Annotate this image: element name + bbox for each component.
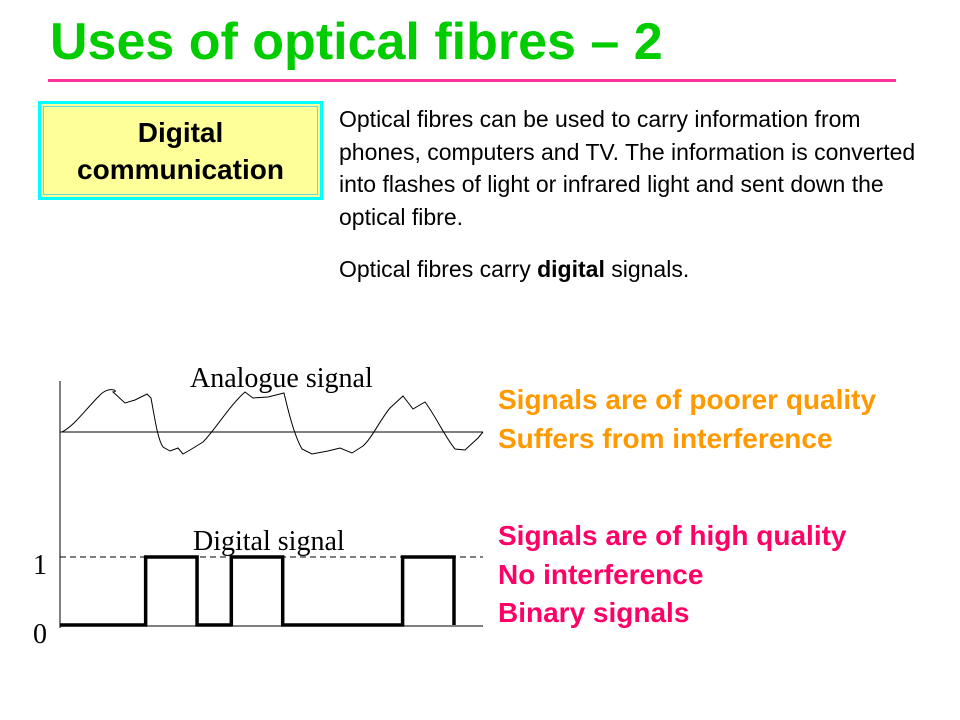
digital-point-3: Binary signals [498, 597, 690, 628]
tick-0: 0 [33, 619, 47, 650]
intro-paragraph: Optical fibres can be used to carry info… [339, 106, 916, 230]
digital-wave [60, 555, 456, 627]
statement-bold: digital [537, 256, 605, 282]
digital-label: Digital signal [193, 526, 345, 557]
topic-box: Digital communication [38, 101, 323, 200]
topic-line-2: communication [77, 153, 284, 185]
title-underline [48, 79, 896, 82]
digital-point-2: No interference [498, 559, 704, 590]
analogue-label: Analogue signal [190, 363, 373, 394]
digital-point-1: Signals are of high quality [498, 520, 847, 551]
analogue-wave [61, 389, 484, 455]
statement-text: Optical fibres carry [339, 256, 538, 282]
topic-line-1: Digital [137, 116, 224, 148]
digital-statement: Optical fibres carry digital signals. [339, 256, 689, 283]
tick-1: 1 [33, 550, 47, 581]
slide-title: Uses of optical fibres – 2 [50, 13, 663, 71]
statement-text-end: signals. [604, 256, 690, 282]
analogue-point-2: Suffers from interference [498, 423, 833, 454]
analogue-point-1: Signals are of poorer quality [498, 384, 877, 415]
